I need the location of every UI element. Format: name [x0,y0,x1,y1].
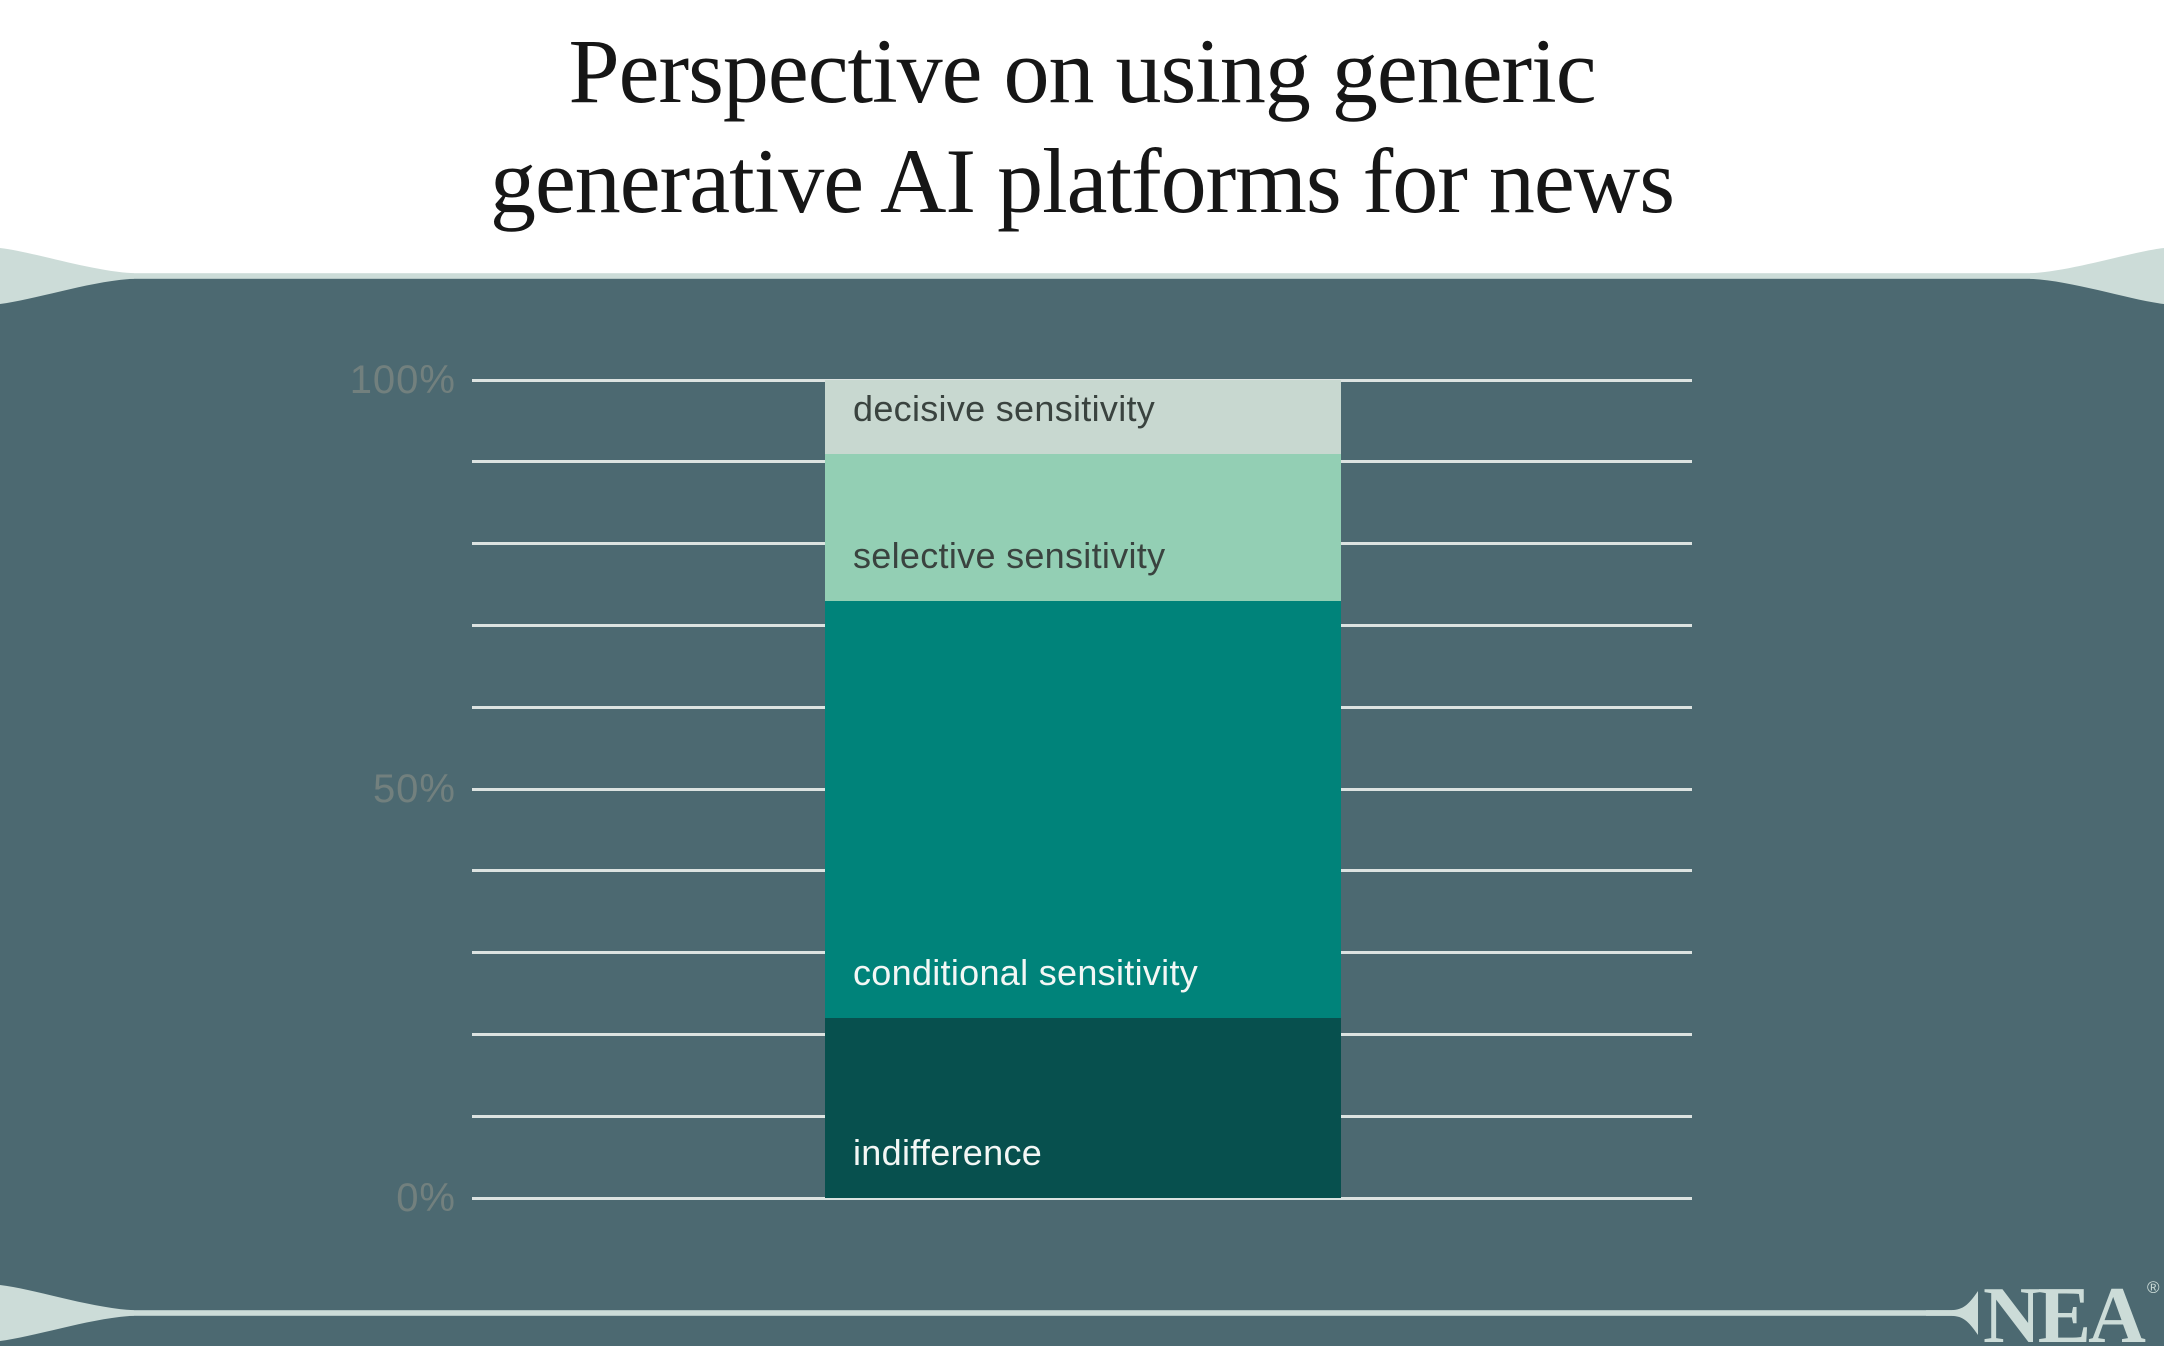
title-band: Perspective on using generic generative … [0,0,2164,277]
registered-mark: ® [2147,1278,2160,1297]
chart-title-line-2: generative AI platforms for news [489,130,1675,232]
bar-segment: indifference [825,1018,1341,1198]
stacked-bar: decisive sensitivity selective sensitivit… [825,380,1341,1198]
divider-flare-right-icon [2030,248,2164,304]
page-title: Perspective on using generic generative … [0,0,2164,236]
bar-segment: conditional sensitivity [825,600,1341,1019]
segment-label: decisive sensitivity [853,387,1156,429]
bar-segment: selective sensitivity [825,453,1341,601]
divider-line [130,273,2034,279]
y-tick-label: 0% [396,1176,456,1220]
y-tick-label: 50% [372,767,456,811]
bottom-divider [0,1285,1958,1341]
logo-flare-icon [1952,1291,1978,1335]
chart-title-line-1: Perspective on using generic [568,20,1596,122]
nea-logo-icon: NEA ® [1926,1272,2160,1346]
logo-wordmark: NEA [1983,1272,2146,1346]
bar-segment: decisive sensitivity [825,380,1341,454]
top-divider [0,248,2164,304]
segment-label: conditional sensitivity [853,952,1199,994]
logo-line [1926,1310,1956,1316]
divider-flare-left-icon [0,1285,134,1341]
segment-label: indifference [853,1131,1043,1173]
divider-flare-left-icon [0,248,134,304]
divider-line [130,1310,1958,1316]
segment-label: selective sensitivity [853,534,1166,576]
gridline [472,1196,1692,1200]
y-tick-label: 100% [349,358,456,402]
